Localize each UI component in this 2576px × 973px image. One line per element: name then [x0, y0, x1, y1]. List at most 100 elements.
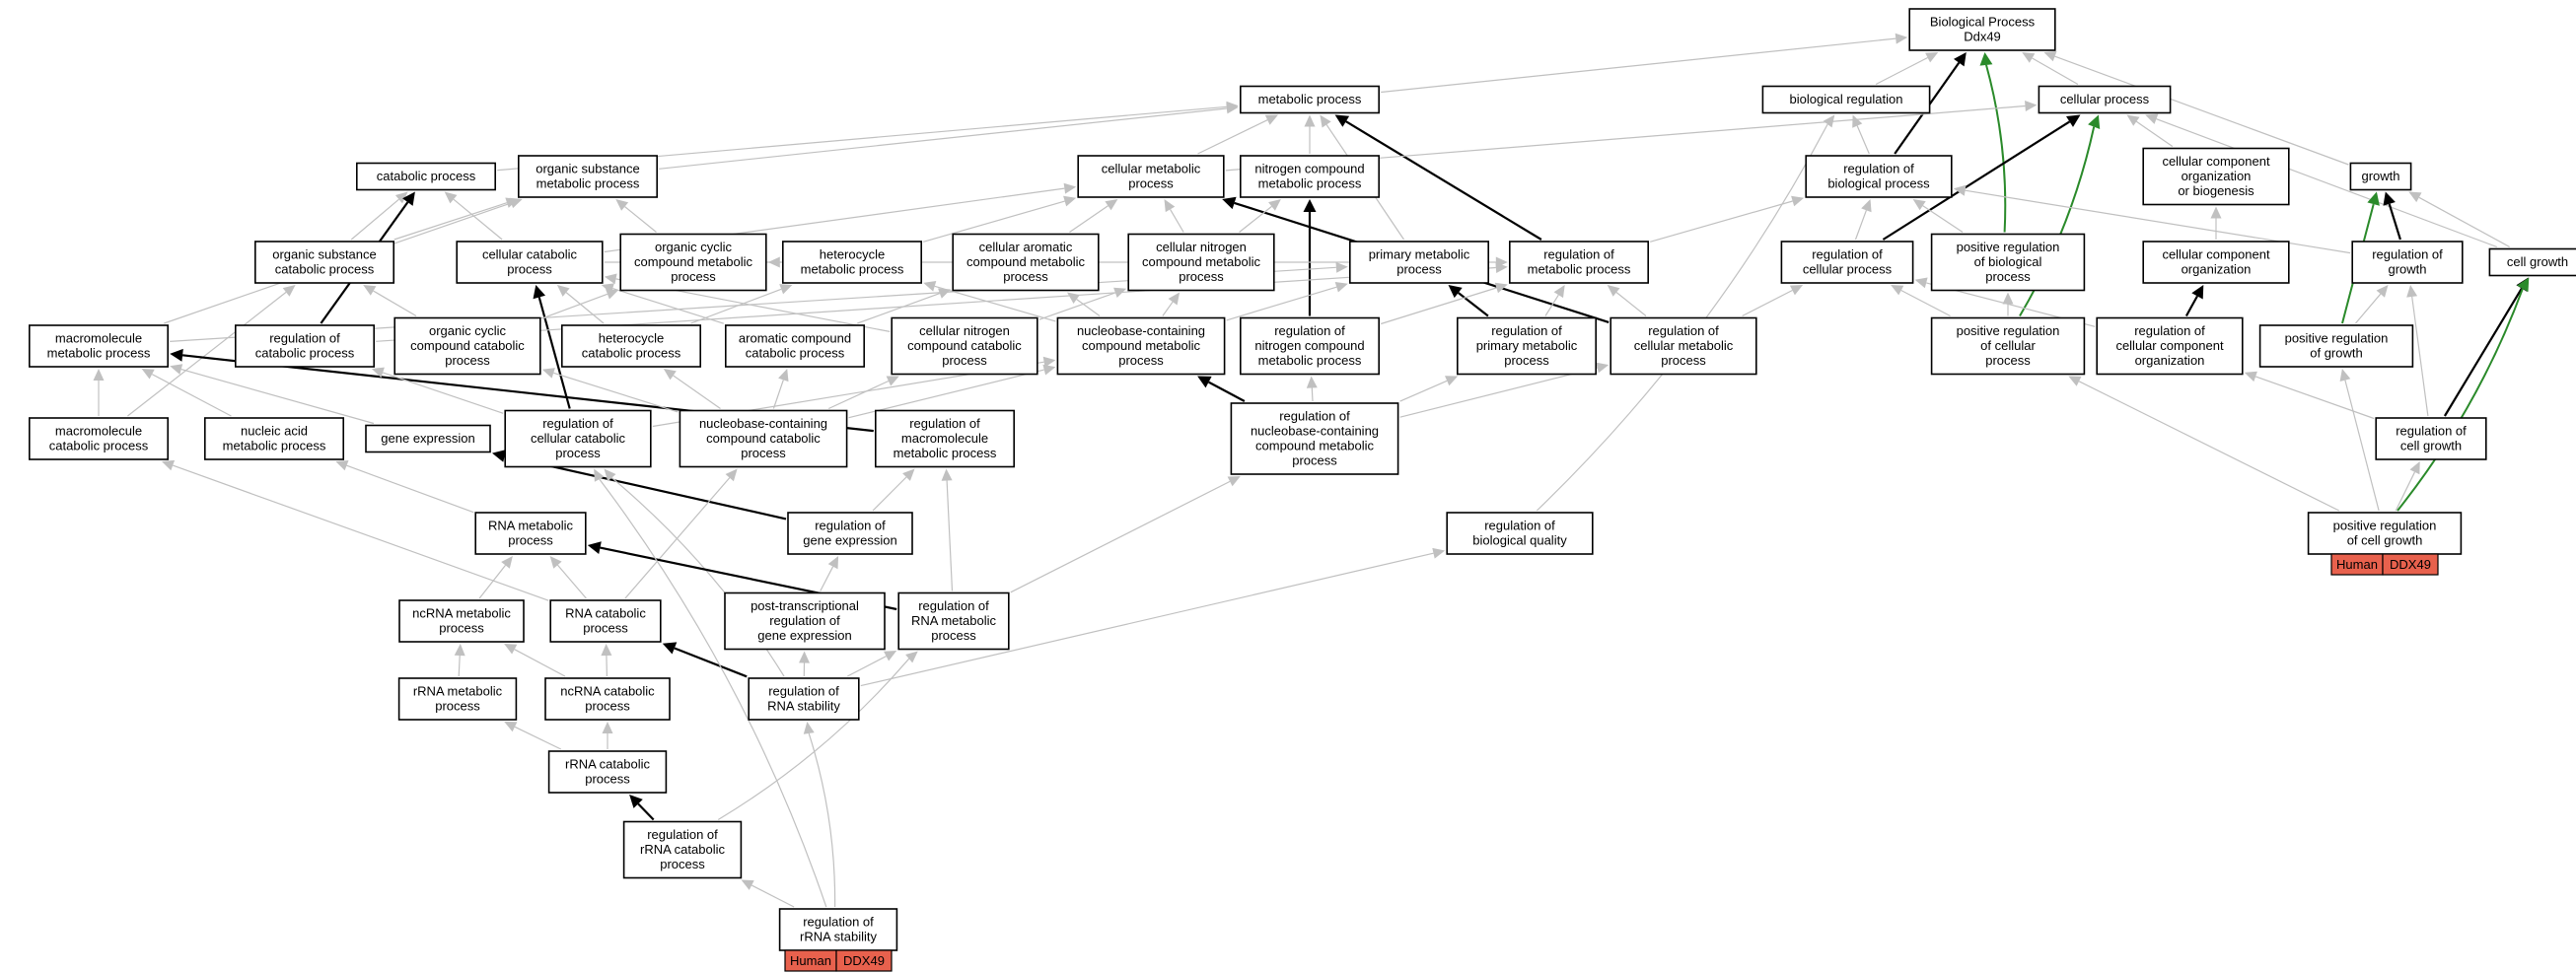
edge-arrowhead [282, 285, 296, 297]
node-bioreg[interactable]: biological regulation [1761, 85, 1931, 114]
edge-posregcell-to-regcell [1891, 285, 1951, 317]
edge-arrowhead [363, 285, 377, 296]
node-label: cellular nitrogen [919, 323, 1010, 338]
node-growth[interactable]: growth [2349, 162, 2412, 191]
node-geneexp[interactable]: gene expression [365, 424, 491, 453]
edge-line [1208, 381, 1246, 402]
edge-line [350, 198, 399, 241]
edge-line [2254, 376, 2375, 420]
node-cellgrowth[interactable]: cell growth [2488, 247, 2576, 277]
node-box [1240, 85, 1381, 114]
node-label: process [1003, 269, 1048, 284]
node-box [235, 324, 375, 368]
node-label: process [660, 857, 705, 871]
node-label: gene expression [757, 628, 851, 643]
node-cellular[interactable]: cellular process [2038, 85, 2172, 114]
node-label: RNA metabolic [911, 613, 996, 628]
node-box [204, 417, 344, 460]
node-catabolic[interactable]: catabolic process [355, 162, 496, 191]
node-box [517, 155, 658, 198]
node-label: process [1661, 353, 1706, 368]
node-metabolic[interactable]: metabolic process [1240, 85, 1381, 114]
edge-line [2156, 118, 2498, 248]
node-box [1446, 512, 1594, 555]
edge-line [514, 649, 566, 677]
node-label: process [585, 772, 630, 787]
edge-arrowhead [2517, 277, 2530, 292]
node-box [1457, 316, 1598, 376]
edge-line [1381, 37, 1896, 94]
node-label: regulation of [1274, 323, 1345, 338]
node-label: organic cyclic [429, 323, 507, 338]
edge-regcellgrowth-to-reggrowth [2406, 285, 2429, 417]
edge-posregcellgrowth-to-posregcell [2068, 376, 2340, 512]
edge-arrowhead [799, 651, 810, 663]
edge-line [373, 290, 417, 317]
node-label: process [1504, 353, 1549, 368]
edge-line [2418, 196, 2510, 248]
edge-line [151, 374, 232, 417]
edge-ncrnacat-to-rnacat [601, 644, 612, 677]
edge-arrowhead [533, 285, 545, 300]
node-label: regulation of [1491, 323, 1562, 338]
node-label: nucleobase-containing [1251, 424, 1379, 439]
node-regnuc[interactable]: regulation ofnucleobase-containingcompou… [1230, 402, 1399, 475]
edge-arrowhead [161, 459, 176, 471]
edge-line [2411, 296, 2429, 417]
edge-arrowhead [2383, 191, 2396, 206]
edge-arrowhead [1306, 376, 1318, 388]
